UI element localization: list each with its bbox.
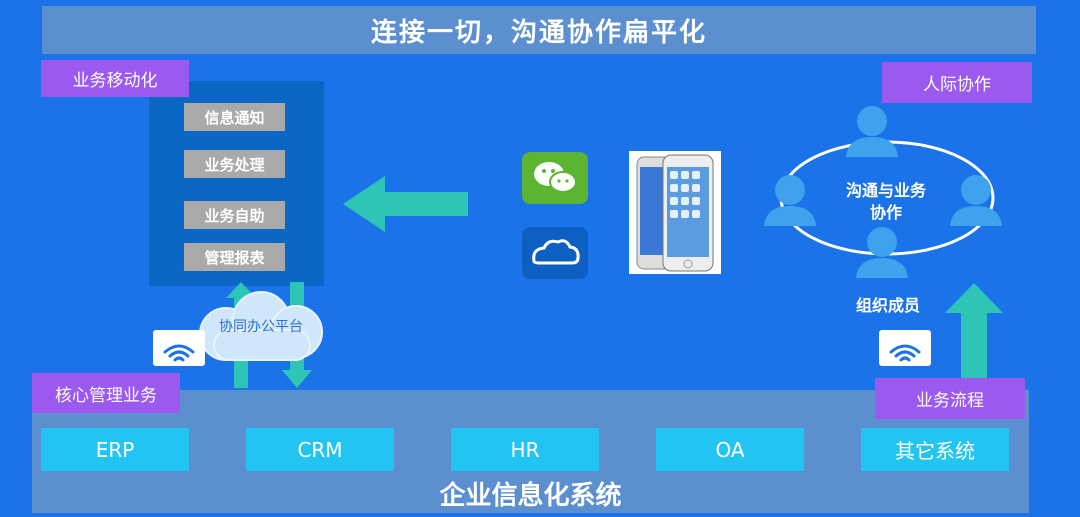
cloud-shape xyxy=(199,291,323,361)
cloud-label: 协同办公平台 xyxy=(219,319,303,335)
person-icon xyxy=(946,174,1006,230)
system-box-erp: ERP xyxy=(41,428,189,471)
function-item-notification: 信息通知 xyxy=(184,103,285,131)
wechat-icon xyxy=(522,152,588,204)
person-icon xyxy=(852,226,912,282)
org-members-label: 组织成员 xyxy=(855,296,920,315)
system-box-other: 其它系统 xyxy=(861,428,1009,471)
tag-core: 核心管理业务 xyxy=(32,373,180,413)
wifi-icon xyxy=(153,330,205,366)
system-box-hr: HR xyxy=(451,428,599,471)
left-arrow xyxy=(343,176,468,232)
function-item-reports: 管理报表 xyxy=(184,243,285,271)
system-box-oa: OA xyxy=(656,428,804,471)
tag-collab: 人际协作 xyxy=(882,62,1032,103)
iphone-image xyxy=(629,151,721,274)
wifi-icon xyxy=(879,330,931,366)
bottom-title: 企业信息化系统 xyxy=(439,480,622,511)
function-item-processing: 业务处理 xyxy=(184,150,285,178)
collab-circle-label: 沟通与业务协作 xyxy=(845,181,926,222)
page-title: 连接一切，沟通协作扁平化 xyxy=(370,17,707,48)
tag-process: 业务流程 xyxy=(875,378,1025,419)
function-item-self-service: 业务自助 xyxy=(184,201,285,229)
title-bar: 连接一切，沟通协作扁平化 xyxy=(42,6,1036,54)
up-arrow-process xyxy=(945,283,1003,386)
person-icon xyxy=(842,105,902,161)
cloud-app-icon xyxy=(522,227,588,279)
tag-mobile: 业务移动化 xyxy=(41,60,189,97)
system-box-crm: CRM xyxy=(246,428,394,471)
person-icon xyxy=(760,174,820,230)
